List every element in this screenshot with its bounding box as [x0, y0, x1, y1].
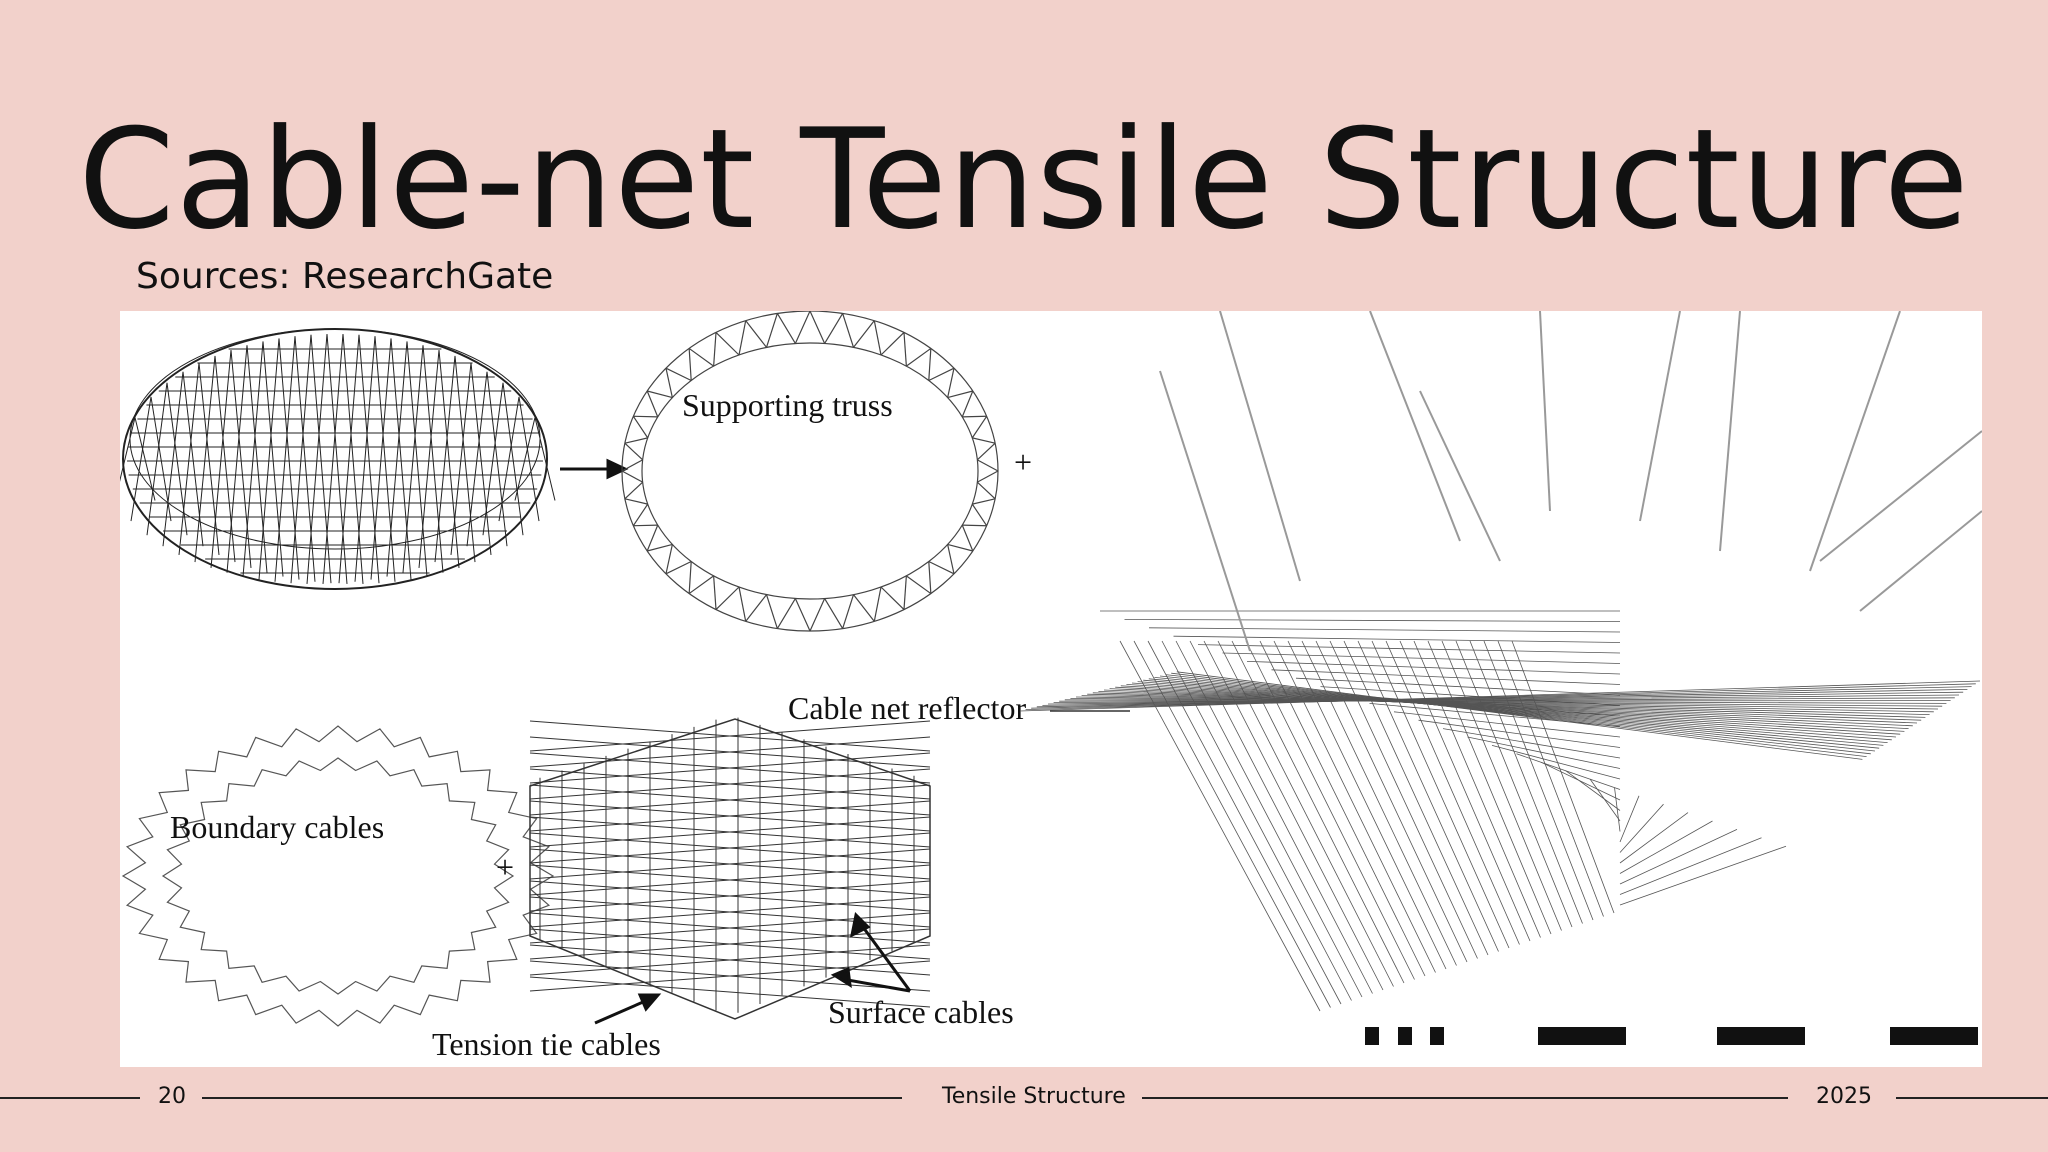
tension-tie-arrow — [594, 993, 662, 1025]
label-plus-top: + — [1014, 444, 1032, 480]
surface-cable-grid — [529, 717, 931, 1020]
label-supporting-truss: Supporting truss — [682, 387, 893, 423]
footer-year: 2025 — [1816, 1084, 1872, 1109]
label-tension-tie-cables: Tension tie cables — [432, 1026, 661, 1062]
footer-title: Tensile Structure — [942, 1084, 1126, 1109]
label-plus-bottom: + — [496, 849, 514, 885]
tensile-membrane-render — [1019, 311, 1982, 1045]
label-boundary-cables: Boundary cables — [170, 809, 384, 845]
supporting-truss-diagram — [621, 311, 999, 632]
footer-line-mid-left — [202, 1097, 902, 1099]
label-surface-cables: Surface cables — [828, 994, 1014, 1030]
support-masts — [1159, 311, 1982, 652]
scale-bars — [1365, 1027, 1978, 1045]
slide-title: Cable-net Tensile Structure — [78, 99, 1970, 260]
boundary-cables-diagram — [121, 725, 555, 1027]
footer-line-left — [0, 1097, 140, 1099]
footer-line-mid-right — [1142, 1097, 1788, 1099]
source-caption: Sources: ResearchGate — [136, 256, 554, 297]
footer-page-number: 20 — [158, 1084, 186, 1109]
footer-line-right — [1896, 1097, 2048, 1099]
arrow-icon — [560, 458, 629, 480]
full-mesh-diagram — [120, 328, 556, 590]
cable-net-figure: Supporting truss + Boundary cables + Cab… — [120, 311, 1982, 1067]
figure-drawing: Supporting truss + Boundary cables + Cab… — [120, 311, 1982, 1062]
surface-cables-arrows — [830, 911, 912, 993]
label-cable-net-reflector: Cable net reflector — [788, 690, 1026, 726]
